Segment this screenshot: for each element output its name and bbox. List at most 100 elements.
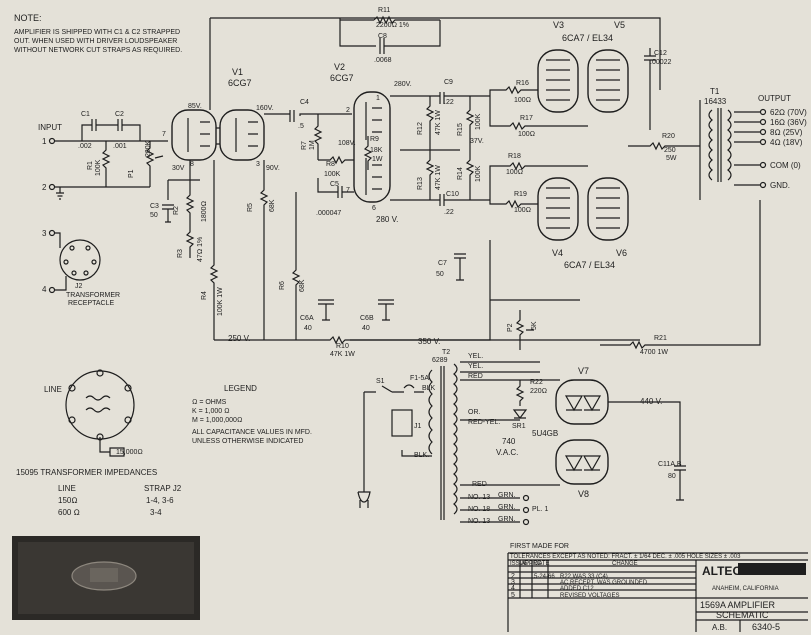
input-pin-1: 1 [42,137,47,146]
r10-name: R10 [336,343,349,350]
r15-name: R15 [457,123,464,136]
grid-stoppers: R16 100Ω R17 100Ω R18 100Ω R19 100Ω [470,80,588,214]
input-wiring [54,140,160,200]
j2-desc-1: TRANSFORMER [66,292,120,299]
wire-yel-1: YEL. [468,353,483,360]
r9-value-1: 18K [370,147,383,154]
voltage-90: 90V. [266,165,280,172]
r22-name: R22 [530,379,543,386]
v7-name: V7 [578,366,589,376]
chassis-photo [12,536,200,620]
title-block: FIRST MADE FOR TOLERANCES EXCEPT AS NOTE… [507,543,808,632]
note-line-2: OUT. WHEN USED WITH DRIVER LOUDSPEAKER [14,38,177,45]
r20-value-2: 5W [666,155,677,162]
v3-envelope [537,49,579,113]
rev-issue-5: 5 [511,592,515,599]
c5-value: .000047 [316,210,341,217]
output-terminal-com [759,161,767,169]
v2-pin-1: 1 [376,95,380,102]
r6-value: 68K [299,279,306,292]
c6b-value: 40 [362,325,370,332]
output-tubes: V3 V5 6CA7 / EL34 V4 V6 6CA7 / EL34 C12 … [537,20,672,270]
t1-value: 16433 [704,97,727,106]
rev-issue-3: 3 [511,579,515,586]
r2-value: 1800Ω [201,201,208,222]
wire-red-yel: RED-YEL. [468,419,500,426]
r10-value: 47K 1W [330,351,355,358]
v8-name: V8 [578,489,589,499]
legend-title: LEGEND [224,384,257,393]
first-made-for: FIRST MADE FOR [510,543,569,550]
output-transformer: R20 250 5W T1 16433 [628,87,732,200]
c9-name: C9 [444,79,453,86]
r13-name: R13 [417,177,424,190]
r2-name: R2 [173,206,180,215]
v2-name: V2 [334,62,345,72]
s1-name: S1 [376,378,385,385]
r9-name: R9 [370,136,379,143]
r15-value: 100K [475,113,482,130]
input-pin-2: 2 [42,183,47,192]
heater-no13-b: NO. 13 [468,518,490,525]
c12-value: .00022 [650,59,672,66]
line-input: S1 F1-5A J1 [357,375,432,508]
voltage-250: 250 V. [228,334,250,343]
r19-value: 100Ω [514,207,531,214]
c8-value: .0068 [374,57,392,64]
r1-name: R1 [87,161,94,170]
r7-name: R7 [301,141,308,150]
input-section: INPUT 1 2 3 4 C1 .002 C2 .001 R1 100K P1… [38,111,168,307]
v2-envelope [353,91,391,203]
output-taps: OUTPUT 62Ω (70V) 16Ω (36V) 8Ω (25V) 4Ω (… [734,94,807,190]
v1-pin-3: 3 [256,161,260,168]
v7-envelope [555,379,609,425]
v1-envelope [171,109,217,161]
wire-blk-1: BLK [422,385,436,392]
v4-envelope [537,177,579,241]
c11-value: 80 [668,473,676,480]
legend-line-2: K = 1,000 Ω [192,408,230,415]
impedance-row1-line: 150Ω [58,496,78,505]
t1-name: T1 [710,87,720,96]
r17-value: 100Ω [518,131,535,138]
c7-value: 50 [436,271,444,278]
c7-name: C7 [438,260,447,267]
wire-grn-1: GRN. [498,492,516,499]
line-plug-label: LINE [44,385,62,394]
v5-envelope [587,49,629,113]
j2-name: J2 [75,283,83,290]
j1-name: J1 [414,423,422,430]
impedance-title: 15095 TRANSFORMER IMPEDANCES [16,468,157,477]
impedance-header-strap: STRAP J2 [144,484,182,493]
v1-pin-7: 7 [162,131,166,138]
r18-value: 100Ω [506,169,523,176]
r3-name: R3 [177,249,184,258]
output-terminal-16 [759,118,767,126]
v1-envelope-b [219,109,265,161]
r4-symbol [209,160,219,340]
r4-value: 100K 1W [217,287,224,316]
output-terminal-gnd [759,181,767,189]
p1-value: 200K [145,140,152,157]
c3-name: C3 [150,203,159,210]
c6-symbol [318,299,394,321]
c7-symbol [454,253,466,281]
v2-pin-6: 6 [372,205,376,212]
legend-line-5: UNLESS OTHERWISE INDICATED [192,438,303,445]
p1-name: P1 [128,169,135,178]
legend-line-1: Ω = OHMS [192,399,227,406]
line-plug-circle [65,370,135,440]
r8-value: 100K [324,171,341,178]
voltage-108: 108V. [338,140,356,147]
c4-name: C4 [300,99,309,106]
voltage-vac: V.A.C. [496,448,518,457]
output-tap-62: 62Ω (70V) [770,108,807,117]
wire-yel-2: YEL. [468,363,483,370]
rev-header-apprd: APPRD [521,561,542,567]
rev-header-date: DATE [534,561,550,567]
wire-red-1: RED [468,373,483,380]
wire-grn-3: GRN. [498,516,516,523]
output-label: OUTPUT [758,94,791,103]
v1-name: V1 [232,67,243,77]
rev-issue-4: 4 [511,585,515,592]
